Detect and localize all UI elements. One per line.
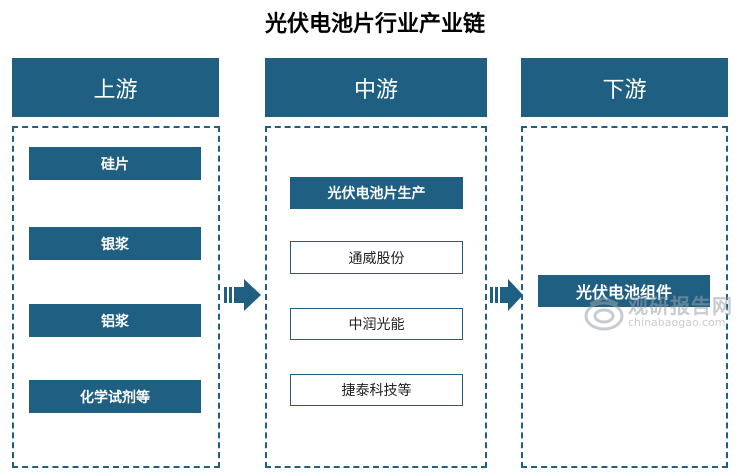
watermark-name: 观研报告网 [628,294,733,318]
downstream-box [521,126,728,468]
watermark-logo-icon [584,296,624,331]
company-tongwei: 通威股份 [290,241,463,274]
downstream-main: 光伏电池组件 [538,275,710,307]
upstream-item-silver-paste: 银浆 [29,227,201,260]
upstream-item-silicon-wafer: 硅片 [29,147,201,180]
arrow-right-icon [490,279,523,311]
upstream-item-chemical-reagents: 化学试剂等 [29,380,201,413]
company-zhongrun: 中润光能 [290,308,463,340]
watermark: 观研报告网 chinabaogao.com [584,290,744,336]
page-title: 光伏电池片行业产业链 [264,11,485,37]
upstream-box [12,126,220,468]
midstream-header: 中游 [265,58,487,117]
midstream-main: 光伏电池片生产 [290,177,463,209]
watermark-site: chinabaogao.com [628,316,726,329]
upstream-item-aluminum-paste: 铝浆 [29,304,201,337]
downstream-header: 下游 [521,58,728,117]
midstream-box [265,126,487,468]
arrow-right-icon [224,279,261,311]
company-jietai: 捷泰科技等 [290,374,463,406]
upstream-header: 上游 [12,58,219,117]
